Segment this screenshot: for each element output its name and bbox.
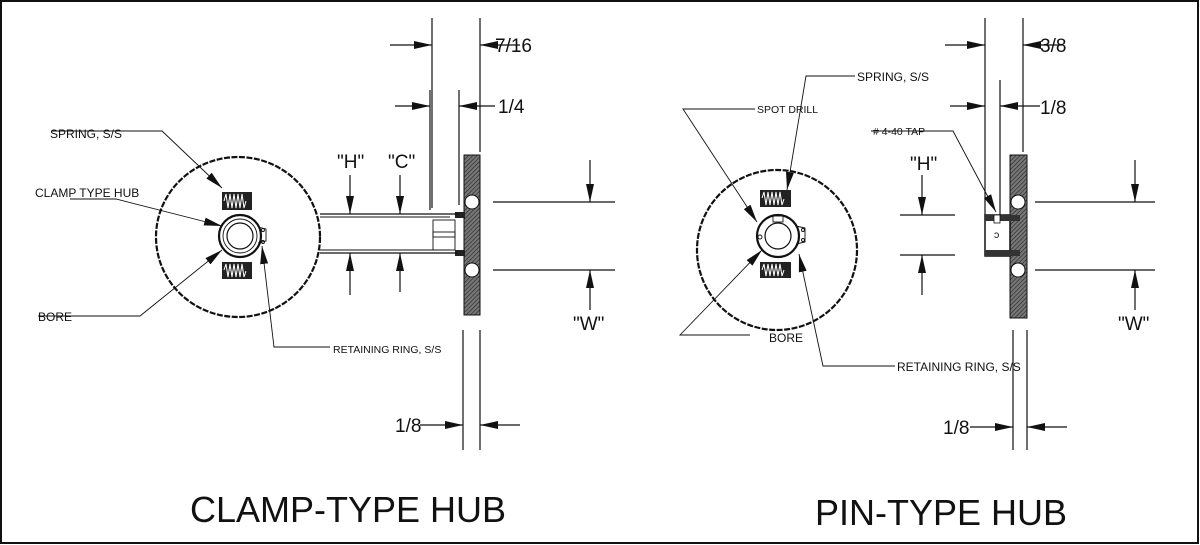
pin-hub-icon bbox=[755, 213, 806, 259]
tap-hole-icon: ɔ bbox=[994, 229, 999, 241]
label-4-40-tap: # 4-40 TAP bbox=[873, 126, 925, 138]
dim-1-8-top: 1/8 bbox=[1040, 98, 1066, 119]
dim-w: "W" bbox=[573, 314, 604, 335]
label-bore: BORE bbox=[769, 331, 803, 345]
clamp-side-view: 7/16 1/4 "H" "C" "W" 1/8 bbox=[320, 18, 615, 450]
label-spot-drill: SPOT DRILL bbox=[757, 104, 818, 116]
label-spring: SPRING, S/S bbox=[857, 70, 929, 84]
label-retaining-ring: RETAINING RING, S/S bbox=[333, 344, 441, 356]
dim-1-8: 1/8 bbox=[395, 416, 421, 437]
label-spring: SPRING, S/S bbox=[50, 127, 122, 141]
label-retaining-ring: RETAINING RING, S/S bbox=[897, 360, 1021, 374]
pin-front-view: SPOT DRILL SPRING, S/S BORE RETAINING RI… bbox=[678, 70, 1021, 374]
clamp-hub-icon bbox=[217, 213, 267, 259]
clamp-front-view: SPRING, S/S CLAMP TYPE HUB BORE RETAININ… bbox=[35, 127, 441, 356]
dim-3-8: 3/8 bbox=[1040, 36, 1066, 57]
dim-w: "W" bbox=[1118, 314, 1149, 335]
dim-1-4: 1/4 bbox=[498, 97, 525, 118]
pin-side-view: 3/8 1/8 ɔ # 4-40 TAP "H" "W" 1/8 bbox=[871, 18, 1155, 450]
label-clamp-type-hub: CLAMP TYPE HUB bbox=[35, 186, 139, 200]
spring-icon bbox=[222, 192, 252, 279]
dim-h: "H" bbox=[910, 154, 937, 175]
title-pin-type-hub: PIN-TYPE HUB bbox=[815, 492, 1067, 533]
dim-7-16: 7/16 bbox=[495, 36, 532, 57]
dim-c: "C" bbox=[388, 152, 415, 173]
spring-icon bbox=[760, 190, 791, 278]
label-bore: BORE bbox=[38, 310, 72, 324]
dim-h: "H" bbox=[337, 152, 364, 173]
title-clamp-type-hub: CLAMP-TYPE HUB bbox=[190, 489, 506, 530]
dim-1-8-bottom: 1/8 bbox=[943, 418, 969, 439]
